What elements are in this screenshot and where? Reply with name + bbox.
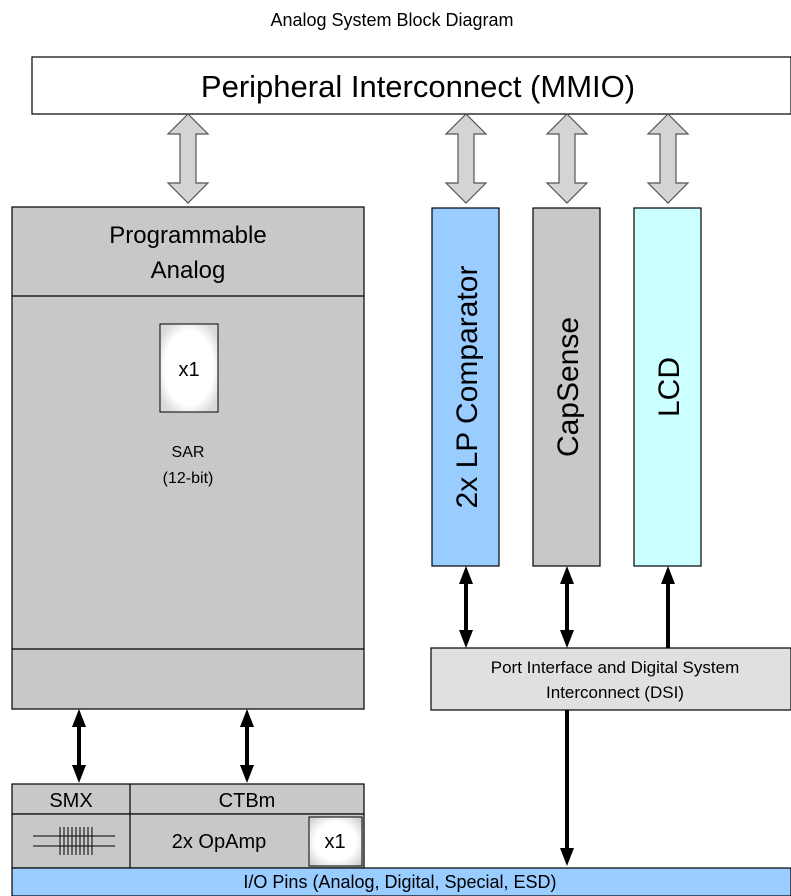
- lp-comparator-rect: [431, 207, 500, 567]
- ctbm-arrow-up: [240, 709, 254, 727]
- sar-bits-label: (12-bit): [163, 470, 214, 487]
- sar-label: SAR: [172, 444, 205, 461]
- capsense-rect: [532, 207, 601, 567]
- sar-x1-label: x1: [178, 359, 199, 381]
- capsense-arrow-up: [560, 566, 574, 584]
- smx-arrow-down: [72, 765, 86, 783]
- switch-matrix-icon: [33, 827, 115, 855]
- programmable-analog-label-line2: Analog: [151, 257, 226, 284]
- capsense-arrow-down: [560, 630, 574, 648]
- lp-comparator-block: 2x LP Comparator: [431, 207, 500, 567]
- programmable-analog-label-line1: Programmable: [109, 222, 266, 249]
- mmio-capsense-arrow: [545, 113, 589, 204]
- port-io-arrow-down: [560, 848, 574, 866]
- port-interface-label-line1: Port Interface and Digital System: [491, 658, 740, 677]
- lcd-block: LCD: [633, 207, 702, 567]
- ctbm-x1-box: [308, 816, 363, 867]
- opamp-label: 2x OpAmp: [172, 831, 266, 853]
- lp-comparator-arrow-down: [459, 630, 473, 648]
- mmio-lp-comparator-arrow: [444, 113, 488, 204]
- ctbm-label: CTBm: [219, 790, 276, 812]
- mmio-bus-block: Peripheral Interconnect (MMIO): [31, 56, 791, 115]
- smx-arrow-up: [72, 709, 86, 727]
- io-pins-rect: [11, 867, 791, 896]
- mmio-label: Peripheral Interconnect (MMIO): [201, 69, 635, 104]
- capsense-block: CapSense: [532, 207, 601, 567]
- capsense-label: CapSense: [552, 317, 585, 457]
- lcd-arrow-up: [661, 566, 675, 584]
- io-pins-label: I/O Pins (Analog, Digital, Special, ESD): [243, 872, 556, 892]
- ctbm-arrow-down: [240, 765, 254, 783]
- lp-comparator-arrow-up: [459, 566, 473, 584]
- port-interface-label-line2: Interconnect (DSI): [546, 683, 684, 702]
- mmio-programmable-analog-arrow: [166, 113, 210, 204]
- port-interface-block: Port Interface and Digital System Interc…: [430, 647, 791, 711]
- sar-x1-box: [159, 323, 219, 413]
- ctbm-x1-label: x1: [324, 831, 345, 853]
- programmable-analog-block: Programmable Analog x1 SAR (12-bit): [11, 206, 365, 710]
- lp-comparator-label: 2x LP Comparator: [451, 266, 484, 509]
- diagram-title: Analog System Block Diagram: [270, 10, 513, 30]
- smx-ctbm-block: SMX CTBm 2x OpAmp x1: [11, 783, 365, 869]
- lcd-rect: [633, 207, 702, 567]
- io-pins-block: I/O Pins (Analog, Digital, Special, ESD): [11, 867, 791, 896]
- smx-label: SMX: [49, 790, 92, 812]
- lcd-label: LCD: [653, 357, 686, 417]
- mmio-lcd-arrow: [646, 113, 690, 204]
